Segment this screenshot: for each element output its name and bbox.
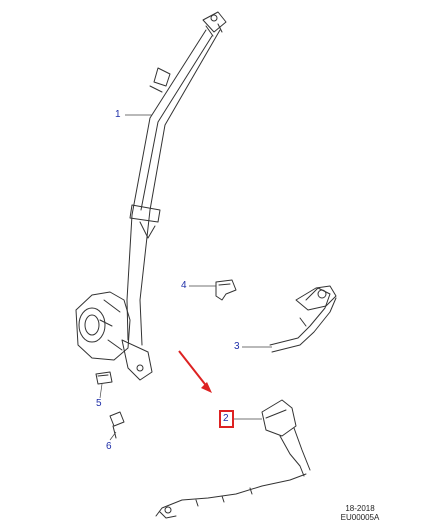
- callout-2-highlight-box: [219, 410, 234, 428]
- callout-3: 3: [234, 341, 240, 352]
- callout-6: 6: [106, 441, 112, 452]
- stud-part: [109, 411, 125, 439]
- buckle-part: [155, 399, 311, 519]
- retractor-part: [75, 291, 153, 381]
- callout-1: 1: [115, 109, 121, 120]
- figure-caption: 18-2018 EU00005A: [336, 504, 384, 522]
- callout-4: 4: [181, 280, 187, 291]
- height-adjuster-part: [269, 285, 337, 353]
- belt-webbing-part: [126, 29, 221, 346]
- callout-2: 2: [223, 413, 229, 424]
- caption-line-1: 18-2018: [345, 504, 375, 513]
- clip-part: [215, 279, 237, 301]
- caption-line-2: EU00005A: [340, 513, 380, 523]
- leader-lines: [99, 114, 272, 441]
- upper-anchor-part: [202, 11, 227, 37]
- highlight-arrow-icon: [178, 350, 212, 393]
- callout-5: 5: [96, 398, 102, 409]
- bolt-part: [95, 371, 113, 385]
